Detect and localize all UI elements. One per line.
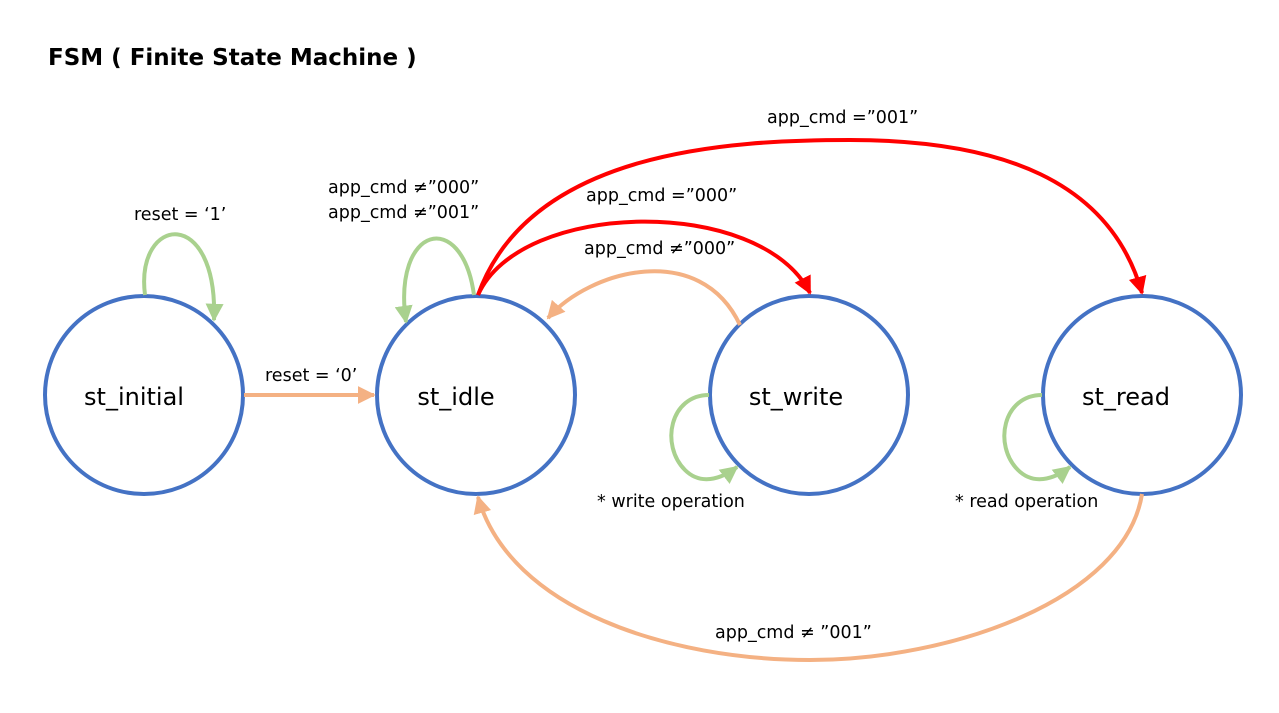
read-to-idle-arrow bbox=[473, 493, 1144, 663]
state-read-label: st_read bbox=[1082, 383, 1170, 411]
idle-hold-label-1: app_cmd ≠”000” bbox=[328, 178, 480, 198]
initial-self-loop-arrow bbox=[142, 232, 224, 322]
state-write-circle bbox=[708, 294, 910, 496]
reset-release-label: reset = ‘0’ bbox=[265, 366, 358, 386]
idle-to-write-label: app_cmd =”000” bbox=[586, 186, 738, 206]
read-to-idle-label: app_cmd ≠ ”001” bbox=[715, 623, 872, 643]
write-to-idle-arrow bbox=[546, 269, 742, 326]
state-idle-circle bbox=[375, 294, 577, 496]
state-initial-circle bbox=[43, 294, 245, 496]
state-write-label: st_write bbox=[748, 383, 844, 411]
write-self-loop-arrow bbox=[669, 393, 739, 484]
write-to-idle-label: app_cmd ≠”000” bbox=[584, 239, 736, 259]
state-initial-label: st_initial bbox=[84, 383, 184, 411]
idle-to-read-arrow bbox=[476, 137, 1147, 296]
state-idle-label: st_idle bbox=[417, 383, 495, 411]
read-operation-note: * read operation bbox=[955, 492, 1099, 512]
idle-hold-label-2: app_cmd ≠”001” bbox=[328, 203, 480, 223]
read-self-loop-arrow bbox=[1002, 393, 1072, 484]
idle-self-loop-arrow bbox=[394, 236, 476, 324]
page-title: FSM ( Finite State Machine ) bbox=[48, 45, 417, 71]
reset-hold-label: reset = ‘1’ bbox=[134, 205, 227, 225]
idle-to-write-arrow bbox=[476, 219, 812, 296]
idle-to-read-label: app_cmd =”001” bbox=[767, 108, 919, 128]
write-operation-note: * write operation bbox=[597, 492, 745, 512]
